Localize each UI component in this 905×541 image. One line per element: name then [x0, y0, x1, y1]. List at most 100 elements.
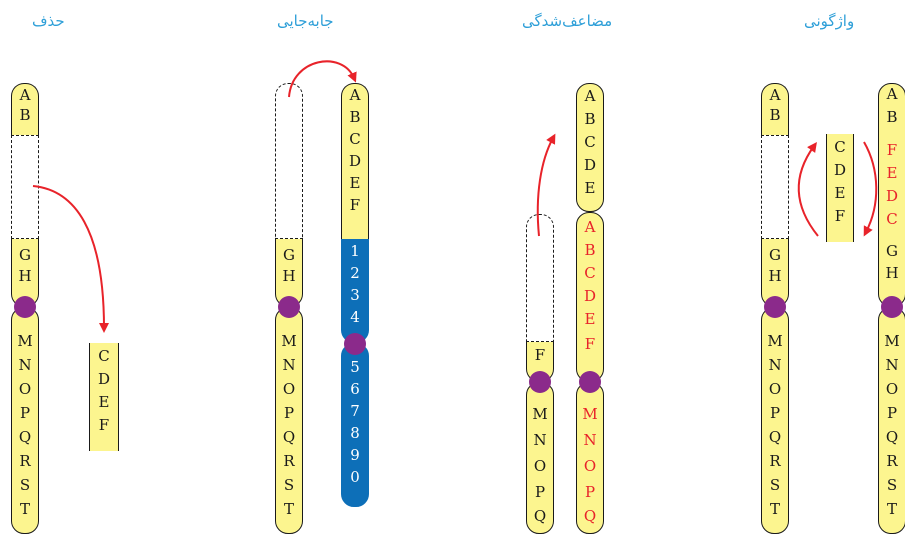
- gene-label: A: [886, 85, 898, 103]
- gene-label: E: [584, 310, 596, 328]
- gene-label: D: [583, 287, 597, 305]
- gene-label: P: [769, 404, 781, 422]
- inversion-right-arm: A B F E D C G H: [878, 83, 905, 307]
- gene-label: M: [767, 332, 783, 350]
- translocation-arm-bottom: M N O P Q R S T: [275, 307, 303, 534]
- gene-label: 7: [350, 402, 360, 420]
- vacated-region: [526, 214, 554, 342]
- gene-label: A: [349, 86, 361, 104]
- gene-label: G: [886, 242, 898, 260]
- title-deletion: حذف: [32, 12, 65, 30]
- gene-label: 8: [350, 424, 360, 442]
- centromere: [14, 296, 36, 318]
- gene-label: M: [281, 332, 297, 350]
- gene-label: 1: [350, 242, 360, 260]
- gene-label: M: [582, 405, 598, 423]
- gene-label: D: [583, 156, 597, 174]
- gene-label: C: [886, 210, 898, 228]
- gene-label: T: [19, 500, 30, 518]
- gene-label: P: [886, 404, 898, 422]
- gene-label: F: [886, 141, 898, 159]
- gene-label: O: [768, 380, 782, 398]
- duplication-arrow: [536, 133, 556, 237]
- gene-label: F: [98, 416, 110, 434]
- gene-label: R: [283, 452, 295, 470]
- gene-label: B: [19, 106, 31, 124]
- gene-label: N: [885, 356, 899, 374]
- deleted-fragment: C D E F: [89, 343, 119, 451]
- gene-label: A: [19, 86, 31, 104]
- gene-label: P: [283, 404, 295, 422]
- duplication-right-arm-bottom: M N O P Q: [576, 382, 604, 534]
- gene-label: F: [349, 196, 361, 214]
- gene-label: M: [17, 332, 33, 350]
- gene-label: 6: [350, 380, 360, 398]
- gene-label: B: [769, 106, 781, 124]
- deletion-arm-bottom: M N O P Q R S T: [11, 307, 39, 534]
- gene-label: H: [18, 267, 32, 285]
- gene-label: H: [282, 267, 296, 285]
- gene-label: R: [886, 452, 898, 470]
- gene-label: N: [282, 356, 296, 374]
- gene-label: A: [584, 218, 596, 236]
- gene-label: N: [583, 431, 597, 449]
- gene-label: S: [769, 476, 781, 494]
- title-duplication: مضاعف‌شدگی: [522, 12, 613, 30]
- inversion-right-arm-bottom: M N O P Q R S T: [878, 307, 905, 534]
- gene-label: Q: [533, 507, 547, 525]
- gene-label: C: [349, 130, 361, 148]
- inversion-arrow-right: [863, 141, 878, 237]
- gene-label: E: [886, 164, 898, 182]
- gene-label: 5: [350, 358, 360, 376]
- inversion-arrow-left: [797, 141, 819, 237]
- title-inversion: واژگونی: [804, 12, 855, 30]
- gene-label: O: [533, 457, 547, 475]
- gene-label: P: [534, 483, 546, 501]
- gene-label: F: [534, 346, 546, 364]
- gene-label: C: [584, 264, 596, 282]
- blue-arm-top: 1 2 3 4: [341, 239, 369, 343]
- gene-label: T: [769, 500, 780, 518]
- inverted-fragment: C D E F: [826, 134, 854, 242]
- gene-label: P: [584, 483, 596, 501]
- gene-label: R: [769, 452, 781, 470]
- inversion-left-arm-mid: G H: [761, 239, 789, 307]
- gene-label: C: [584, 133, 596, 151]
- gene-label: Q: [885, 428, 899, 446]
- gene-label: R: [19, 452, 31, 470]
- gene-label: C: [834, 138, 846, 156]
- vacated-region: [275, 83, 303, 239]
- centromere: [344, 333, 366, 355]
- translocated-segment: A B C D E F: [341, 83, 369, 239]
- gene-label: N: [533, 431, 547, 449]
- gene-label: C: [98, 347, 110, 365]
- gene-label: M: [532, 405, 548, 423]
- gene-label: B: [886, 108, 898, 126]
- gene-label: H: [885, 264, 899, 282]
- gene-label: T: [283, 500, 294, 518]
- inversion-left-arm-top: A B: [761, 83, 789, 135]
- gene-label: O: [583, 457, 597, 475]
- gene-label: Q: [18, 428, 32, 446]
- gene-label: Q: [583, 507, 597, 525]
- gene-label: Q: [768, 428, 782, 446]
- centromere: [579, 371, 601, 393]
- gene-label: B: [349, 108, 361, 126]
- inversion-left-arm-bottom: M N O P Q R S T: [761, 307, 789, 534]
- duplication-right-arm-top: A B C D E: [576, 83, 604, 212]
- gene-label: E: [98, 393, 110, 411]
- gene-label: S: [886, 476, 898, 494]
- duplication-left-arm-bottom: M N O P Q: [526, 382, 554, 534]
- gene-label: B: [584, 110, 596, 128]
- gene-label: 2: [350, 264, 360, 282]
- gene-label: S: [283, 476, 295, 494]
- deletion-arm-top: A B: [11, 83, 39, 135]
- gene-label: 0: [350, 468, 360, 486]
- gene-label: E: [834, 184, 846, 202]
- gene-label: A: [584, 87, 596, 105]
- gene-label: O: [885, 380, 899, 398]
- gene-label: N: [18, 356, 32, 374]
- gene-label: O: [18, 380, 32, 398]
- gene-label: D: [348, 152, 362, 170]
